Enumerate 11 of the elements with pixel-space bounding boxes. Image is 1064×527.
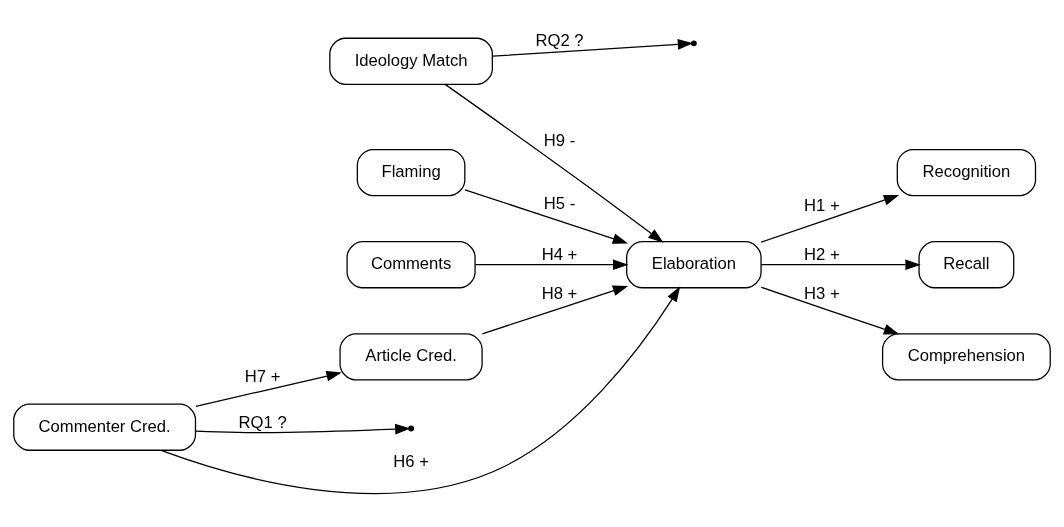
edge-label: H1 + bbox=[804, 196, 840, 216]
edge-label: RQ1 ? bbox=[238, 412, 287, 432]
edge-label: H6 + bbox=[393, 452, 429, 472]
edge-label: RQ2 ? bbox=[535, 31, 584, 51]
edge-label: H2 + bbox=[804, 245, 840, 265]
edge-label: H4 + bbox=[541, 245, 578, 265]
edge-label: H5 - bbox=[543, 193, 576, 213]
edge-label: H9 - bbox=[543, 131, 576, 151]
edge-label: H8 + bbox=[541, 283, 578, 303]
edge-label: H3 + bbox=[804, 283, 840, 303]
edge-label: H7 + bbox=[244, 366, 281, 386]
